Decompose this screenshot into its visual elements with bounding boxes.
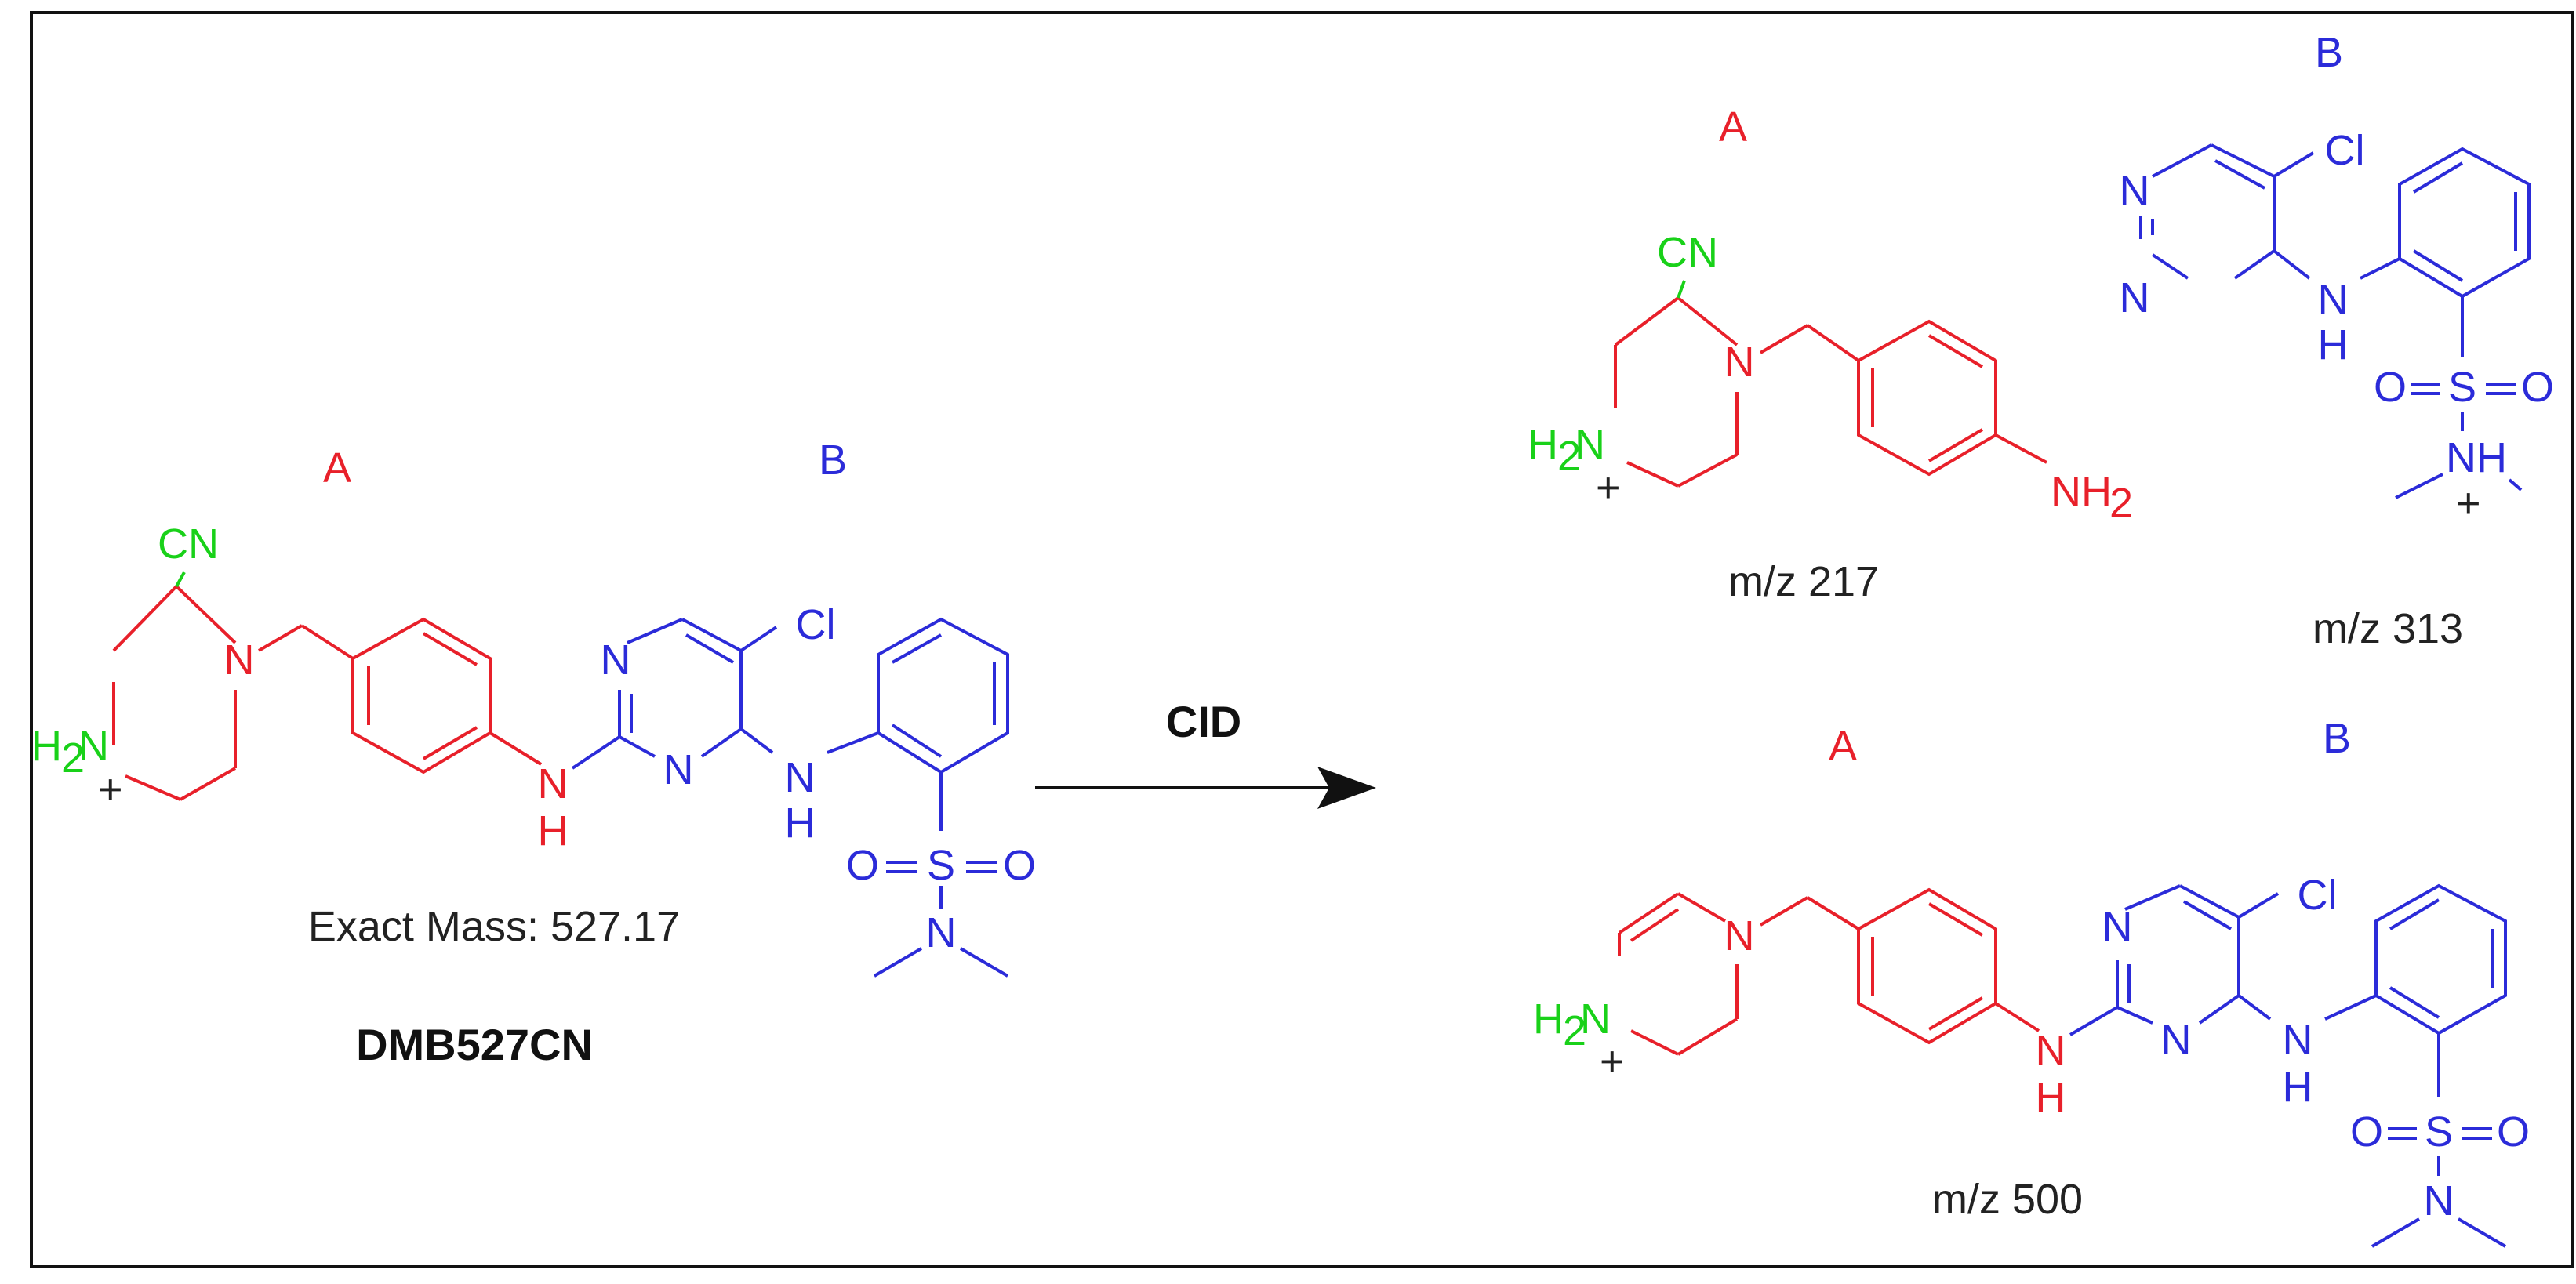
parent-sulfonyl-o2-atom: O bbox=[1003, 842, 1036, 889]
svg-text:+: + bbox=[98, 766, 123, 813]
parent-sulfonamide-n-atom: N bbox=[926, 909, 957, 956]
parent-nh-a-h: H bbox=[538, 807, 569, 854]
fragment-313-nh-atom: N bbox=[2318, 276, 2349, 323]
parent-molecule: A B CN N H 2 N + bbox=[31, 437, 1036, 1069]
fragment-217-mz-label: m/z 217 bbox=[1728, 558, 1879, 605]
parent-sulfur-atom: S bbox=[927, 842, 955, 889]
svg-text:2: 2 bbox=[1563, 1007, 1586, 1054]
svg-text:H: H bbox=[1533, 996, 1564, 1043]
fragment-217-bonds bbox=[1614, 296, 2047, 488]
parent-pyrimidine-n2-atom: N bbox=[663, 746, 694, 793]
fragment-313-sulfonyl-o1-atom: O bbox=[2374, 364, 2407, 411]
parent-piperazine-ring bbox=[112, 585, 354, 801]
svg-text:N: N bbox=[1575, 421, 1605, 468]
fragment-217-ring-n-atom: N bbox=[1724, 339, 1755, 386]
fragment-500-sulfonyl-o1-atom: O bbox=[2350, 1108, 2383, 1155]
fragment-500-nh-a-atom: N bbox=[2036, 1027, 2066, 1074]
fragment-217: A CN N H 2 N + NH 2 m/z 21 bbox=[1528, 103, 2133, 605]
fragment-313-chlorine-atom: Cl bbox=[2325, 127, 2365, 174]
svg-text:2: 2 bbox=[2109, 480, 2133, 527]
fragment-313-plus-charge: + bbox=[2456, 480, 2481, 527]
fragment-313-pyrimidine-n1-atom: N bbox=[2120, 168, 2150, 215]
fragment-500-ammonium-group: H 2 N + bbox=[1533, 996, 1625, 1085]
fragment-500-chlorine-atom: Cl bbox=[2298, 872, 2338, 919]
parent-ammonium-group: H 2 N + bbox=[31, 723, 123, 813]
fragment-500-ring-b-bonds bbox=[2069, 883, 2507, 1248]
svg-text:+: + bbox=[1596, 464, 1621, 511]
svg-text:+: + bbox=[1600, 1038, 1625, 1085]
fragment-313-mz-label: m/z 313 bbox=[2313, 605, 2463, 652]
svg-text:2: 2 bbox=[61, 734, 85, 782]
figure-frame bbox=[30, 11, 2574, 1268]
fragment-217-region-label: A bbox=[1719, 103, 1747, 151]
fragment-313-pyrimidine-n2-atom: N bbox=[2120, 274, 2150, 321]
fragment-500-pyrimidine-n1-atom: N bbox=[2102, 903, 2133, 950]
fragment-500-pyrimidine-n2-atom: N bbox=[2161, 1017, 2192, 1064]
parent-sulfonyl-o1-atom: O bbox=[846, 842, 879, 889]
fragment-313-nh-h: H bbox=[2318, 321, 2349, 368]
fragment-500-sulfonamide-n-atom: N bbox=[2424, 1177, 2454, 1224]
fragment-500-nh-b-atom: N bbox=[2283, 1017, 2313, 1064]
fragment-500-ring-n-atom: N bbox=[1724, 912, 1755, 959]
fragment-500-sulfur-atom: S bbox=[2425, 1108, 2453, 1155]
parent-sulfonyl-phenyl-ring bbox=[827, 617, 1009, 978]
parent-region-b-label: B bbox=[819, 437, 847, 484]
fragment-313-sulfonyl-o2-atom: O bbox=[2521, 364, 2554, 411]
parent-pyrimidine-ring bbox=[571, 618, 778, 770]
parent-cn-atom: CN bbox=[158, 520, 219, 568]
fragment-500-region-b-label: B bbox=[2323, 715, 2351, 762]
fragment-500-region-a-label: A bbox=[1829, 723, 1857, 770]
parent-compound-name: DMB527CN bbox=[356, 1020, 593, 1069]
fragment-313-bonds bbox=[2139, 143, 2531, 499]
fragment-500-sulfonyl-o2-atom: O bbox=[2497, 1108, 2530, 1155]
fragment-217-aniline-group: NH 2 bbox=[2051, 468, 2133, 527]
fragment-500-nh-a-h: H bbox=[2036, 1074, 2066, 1121]
svg-text:2: 2 bbox=[1557, 433, 1581, 480]
parent-pyrimidine-n1-atom: N bbox=[601, 637, 631, 684]
parent-nh-b-atom: N bbox=[785, 754, 816, 801]
fragment-500-ring-a-bonds bbox=[1618, 887, 2040, 1056]
cid-label: CID bbox=[1166, 697, 1241, 746]
fragment-500-mz-label: m/z 500 bbox=[1932, 1176, 2083, 1223]
fragment-313-nh-plus-atom: NH bbox=[2446, 434, 2507, 481]
parent-nitrile-group bbox=[175, 571, 186, 587]
fragment-313: B N N Cl N bbox=[2120, 29, 2555, 652]
svg-text:N: N bbox=[1580, 996, 1611, 1043]
svg-text:H: H bbox=[1528, 421, 1558, 468]
cid-reaction-arrow: CID bbox=[1035, 697, 1376, 809]
parent-exact-mass: Exact Mass: 527.17 bbox=[308, 903, 680, 950]
parent-ring-n-atom: N bbox=[224, 637, 255, 684]
fragment-500: A B N H 2 N + N H bbox=[1533, 715, 2530, 1248]
svg-text:NH: NH bbox=[2051, 468, 2112, 515]
fragment-217-ammonium-group: H 2 N + bbox=[1528, 421, 1621, 511]
fragment-313-sulfur-atom: S bbox=[2448, 364, 2476, 411]
parent-nh-b-h: H bbox=[785, 800, 816, 847]
parent-phenyl-ring bbox=[351, 617, 543, 774]
svg-text:H: H bbox=[31, 723, 62, 770]
fragment-217-cn-atom: CN bbox=[1657, 229, 1718, 276]
parent-region-a-label: A bbox=[323, 444, 351, 491]
svg-text:N: N bbox=[78, 723, 109, 770]
fragment-500-nh-b-h: H bbox=[2283, 1064, 2313, 1111]
fragment-313-region-label: B bbox=[2315, 29, 2343, 76]
parent-nh-a-atom: N bbox=[538, 760, 569, 807]
parent-chlorine-atom: Cl bbox=[796, 601, 836, 648]
